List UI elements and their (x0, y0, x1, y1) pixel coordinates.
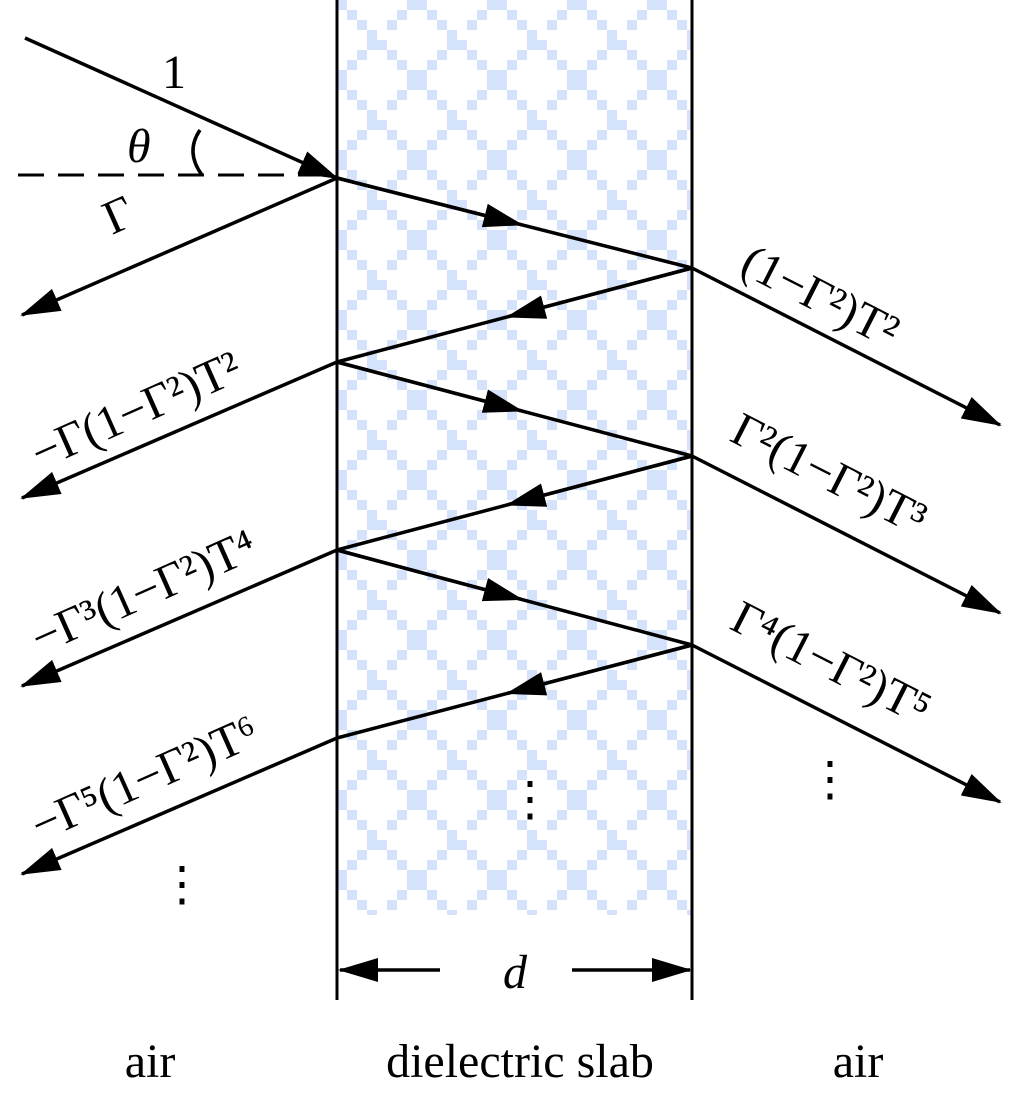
ellipsis-transmitted: ⋮ (806, 753, 854, 806)
ray-paths (20, 36, 1002, 876)
ellipsis-slab: ⋮ (506, 773, 554, 826)
angle-arc (191, 129, 204, 177)
backward-ray-1-arrow (505, 454, 693, 507)
backward-ray-2-arrow (505, 643, 693, 696)
dielectric-slab (337, 0, 692, 915)
backward-ray-0-arrow (505, 266, 693, 319)
reflected-label-2: −Γ³(1−Γ²)T⁴ (23, 519, 264, 665)
reflected-label-1: −Γ(1−Γ²)T² (23, 341, 249, 480)
transmitted-label-0: (1−Γ²)T² (733, 235, 908, 359)
transmitted-ray-2 (691, 643, 1002, 804)
incident-label: 1 (162, 46, 186, 99)
region-label-slab: dielectric slab (386, 1035, 654, 1088)
thickness-label: d (503, 946, 528, 999)
transmitted-ray-0 (691, 266, 1002, 427)
ellipsis-reflected: ⋮ (158, 858, 206, 911)
reflected-ray-1 (20, 360, 338, 500)
reflected-ray-2 (20, 548, 338, 688)
reflected-ray-3 (20, 736, 338, 876)
reflected-label-3: −Γ⁵(1−Γ²)T⁶ (23, 705, 266, 852)
reflected-label-0: Γ (95, 185, 142, 245)
forward-ray-1-arrow (336, 360, 524, 413)
angle-label: θ (127, 120, 151, 173)
transmitted-ray-1 (691, 454, 1002, 615)
region-label-left-air: air (125, 1035, 176, 1088)
forward-ray-2-arrow (336, 548, 524, 602)
region-label-right-air: air (833, 1035, 884, 1088)
forward-ray-0-arrow (336, 176, 524, 228)
reflected-ray-0 (20, 176, 338, 317)
incident-ray (24, 36, 339, 180)
